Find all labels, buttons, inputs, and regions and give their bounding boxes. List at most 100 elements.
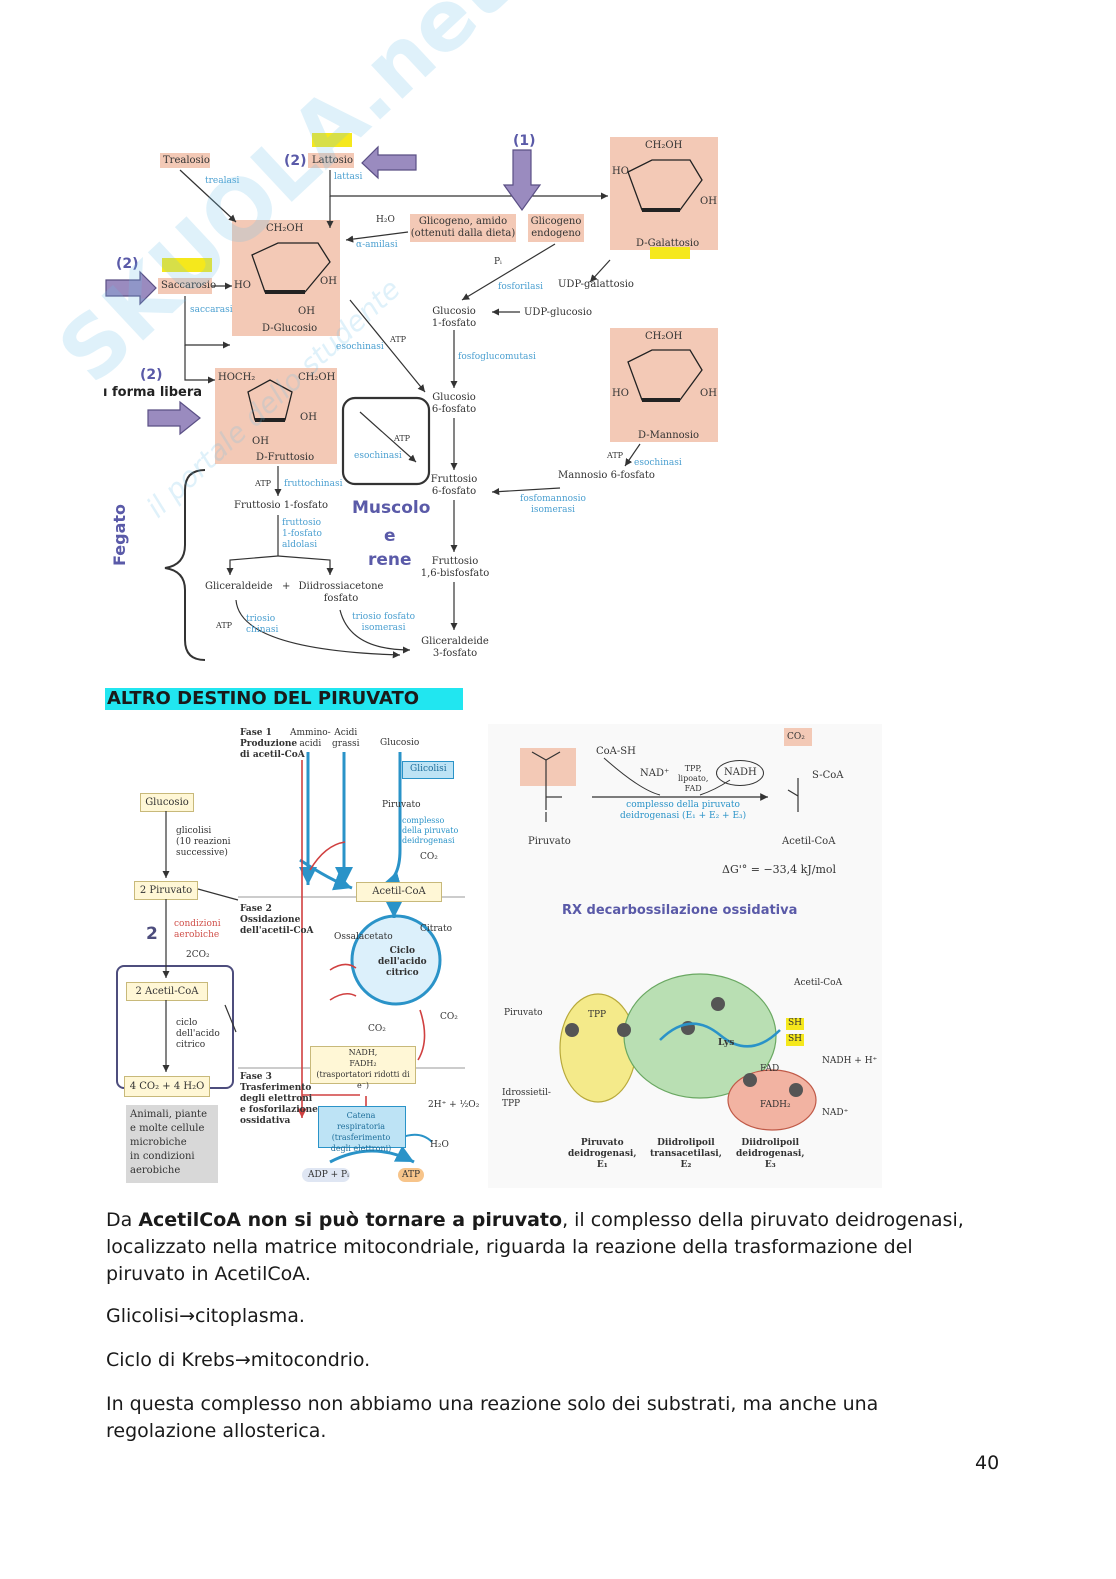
ring-oh-mannosio: OH xyxy=(700,388,717,399)
rx-title: RX decarbossilazione ossidativa xyxy=(562,903,798,918)
label-coash: CoA-SH xyxy=(596,746,636,757)
label-sh-a: SH xyxy=(788,1018,803,1028)
marker-2-lattosio: (2) xyxy=(284,153,307,169)
animali-bg xyxy=(126,1105,218,1183)
fegato-brace xyxy=(164,469,206,661)
label-co2-mid: CO₂ xyxy=(420,852,438,862)
co2-box xyxy=(784,728,812,746)
label-co2-right: CO₂ xyxy=(787,732,805,742)
piruvato-structure-box xyxy=(520,748,576,786)
label-atp-b: ATP xyxy=(394,434,411,443)
label-condizioni: condizioni aerobiche xyxy=(174,919,221,940)
ring-oh-glucosio-a: OH xyxy=(320,276,337,287)
ring-oh-fruttosio: OH xyxy=(300,412,317,423)
sh-highlight-b xyxy=(786,1034,804,1046)
marker-2-fig2: 2 xyxy=(146,924,158,944)
label-cofactors: TPP, lipoato, FAD xyxy=(678,764,709,793)
label-atp-d: ATP xyxy=(255,479,272,488)
paragraph-glicolisi: Glicolisi→citoplasma. xyxy=(106,1305,305,1327)
label-plus: + xyxy=(282,581,291,592)
marker-1: (1) xyxy=(513,133,536,149)
label-d-fruttosio: D-Fruttosio xyxy=(256,452,315,463)
label-complesso-right: complesso della piruvato deidrogenasi (E… xyxy=(620,800,747,821)
label-fruttosio-6-fosfato: Fruttosio 6-fosfato xyxy=(430,474,478,497)
glicogeno-amido-box xyxy=(410,214,516,242)
enzyme-esochinasi-b: esochinasi xyxy=(354,451,402,461)
label-nad: NAD⁺ xyxy=(640,768,670,779)
label-d-glucosio: D-Glucosio xyxy=(262,323,318,334)
label-acetil-right: Acetil-CoA xyxy=(782,836,836,847)
label-ciclo-mid: Ciclo dell'acido citrico xyxy=(378,946,427,978)
label-nad-b: NAD⁺ xyxy=(822,1108,849,1118)
label-ciclo-left: ciclo dell'acido citrico xyxy=(176,1018,220,1050)
label-piruvato-mid: Piruvato xyxy=(382,800,421,810)
ring-ch2oh-mannosio: CH₂OH xyxy=(645,331,683,342)
label-rene: rene xyxy=(368,550,412,570)
marker-2-saccarosio: (2) xyxy=(116,256,139,272)
trealosio-box xyxy=(160,153,210,168)
enzyme-fosfomannosio-isomerasi: fosfomannosio isomerasi xyxy=(520,494,586,515)
enzyme-fosforilasi: fosforilasi xyxy=(498,282,544,292)
label-atp-e: ATP xyxy=(216,621,233,630)
box-acetil-mid: Acetil-CoA xyxy=(356,882,442,902)
sh-highlight-a xyxy=(786,1018,804,1030)
label-nadh: NADH xyxy=(724,767,757,778)
box-glucosio-left: Glucosio xyxy=(140,793,194,812)
paragraph-krebs: Ciclo di Krebs→mitocondrio. xyxy=(106,1349,371,1371)
box-acetil-left: 2 Acetil-CoA xyxy=(126,982,208,1001)
label-lys: Lys xyxy=(718,1038,735,1048)
page-number: 40 xyxy=(975,1452,1000,1474)
enzyme-fruttochinasi: fruttochinasi xyxy=(284,479,343,489)
lattosio-box xyxy=(308,153,354,168)
label-co2-c: CO₂ xyxy=(440,1012,458,1022)
label-forma-libera: ı forma libera xyxy=(103,385,203,400)
enzyme-fosfoglucomutasi: fosfoglucomutasi xyxy=(458,352,536,362)
label-muscolo: Muscolo xyxy=(352,498,431,518)
label-scoa: S-CoA xyxy=(812,770,844,781)
label-pi: Pᵢ xyxy=(494,257,502,267)
label-fase2: Fase 2 Ossidazione dell'acetil-CoA xyxy=(240,904,314,936)
label-glicogeno-endogeno: Glicogeno endogeno xyxy=(530,216,582,239)
ring-ho-glucosio: HO xyxy=(234,280,251,291)
ring-oh-fruttosio-b: OH xyxy=(252,436,269,447)
label-ossalacetato: Ossalacetato xyxy=(334,932,393,942)
enzyme-esochinasi-c: esochinasi xyxy=(634,458,682,468)
label-co2-b: CO₂ xyxy=(368,1024,386,1034)
box-prodotti: 4 CO₂ + 4 H₂O xyxy=(124,1076,210,1097)
ring-ch2oh-fruttosio: CH₂OH xyxy=(298,372,336,383)
enzyme-lattasi: lattasi xyxy=(334,172,363,182)
label-glicolisi-left: glicolisi (10 reazioni successive) xyxy=(176,826,231,858)
enzyme-fruttosio-aldolasi: fruttosio 1-fosfato aldolasi xyxy=(282,518,322,550)
marker-2-fruttosio: (2) xyxy=(140,367,163,383)
galattosio-ring-box xyxy=(610,137,718,250)
label-lattosio: Lattosio xyxy=(312,155,354,166)
label-sh-b: SH xyxy=(788,1034,803,1044)
label-mannosio-6-fosfato: Mannosio 6-fosfato xyxy=(558,470,655,481)
section-heading: ALTRO DESTINO DEL PIRUVATO xyxy=(105,688,463,710)
label-glucosio-1-fosfato: Glucosio 1-fosfato xyxy=(431,306,477,329)
ring-hoch2-fruttosio: HOCH₂ xyxy=(218,372,256,383)
right-panel-bg xyxy=(488,724,882,1188)
paragraph-regolazione: In questa complesso non abbiamo una reaz… xyxy=(106,1393,879,1442)
box-nadh: NADH, FADH₂ (trasportatori ridotti di e⁻… xyxy=(310,1046,416,1090)
label-e1: Piruvato deidrogenasi, E₁ xyxy=(568,1138,637,1170)
ring-oh-glucosio-b: OH xyxy=(298,306,315,317)
ring-ch2oh-glucosio: CH₂OH xyxy=(266,223,304,234)
label-saccarosio: Saccarosio xyxy=(161,280,217,291)
label-animali: Animali, piante e molte cellule microbic… xyxy=(130,1109,207,1176)
highlight-saccarosio xyxy=(162,258,212,272)
label-fruttosio-16-bisfosfato: Fruttosio 1,6-bisfosfato xyxy=(420,556,490,579)
atp-pill xyxy=(398,1168,424,1182)
label-atp-a: ATP xyxy=(390,335,407,344)
label-tpp: TPP xyxy=(588,1010,607,1020)
label-fase1: Fase 1 Produzione di acetil-CoA xyxy=(240,728,305,760)
label-e2: Diidrolipoil transacetilasi, E₂ xyxy=(650,1138,722,1170)
saccarosio-box xyxy=(158,278,212,294)
label-h2o-mid: H₂O xyxy=(430,1140,449,1150)
label-e3: Diidrolipoil deidrogenasi, E₃ xyxy=(736,1138,805,1170)
p1-bold: AcetilCoA non si può tornare a piruvato xyxy=(138,1209,563,1231)
glucosio-ring-box xyxy=(232,220,340,336)
label-atp-mid: ATP xyxy=(402,1170,421,1180)
label-glicolisi-mid: Glicolisi xyxy=(410,764,447,774)
glicolisi-box xyxy=(402,761,454,779)
